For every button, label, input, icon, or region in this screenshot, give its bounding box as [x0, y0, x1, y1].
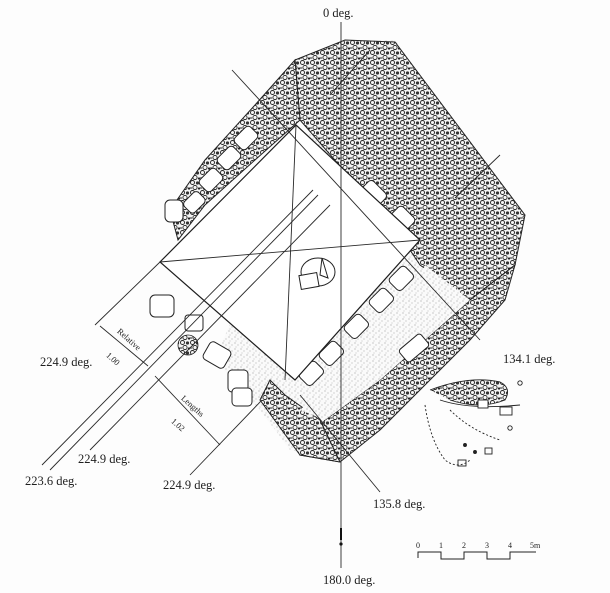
rubble-cluster-sw — [177, 334, 199, 356]
scale-tick-1: 1 — [439, 541, 443, 550]
scale-tick-0: 0 — [416, 541, 420, 550]
scale-tick-3: 3 — [485, 541, 489, 550]
relative-length-bar — [99, 325, 149, 367]
lengths-bar — [154, 375, 221, 446]
interior-floor — [159, 124, 421, 381]
facing-stones — [149, 125, 430, 407]
debris-spill-se — [424, 379, 523, 467]
bearing-223-label: 223.6 deg. — [25, 474, 78, 488]
bearing-224-bottom-label: 224.9 deg. — [163, 478, 216, 492]
bearing-224-left-label: 224.9 deg. — [40, 355, 93, 369]
scale-tick-4: 4 — [508, 541, 512, 550]
bearing-135-label: 135.8 deg. — [373, 497, 426, 511]
bearing-north-label: 0 deg. — [323, 6, 354, 20]
orientation-axes — [41, 22, 501, 568]
scale-bar — [417, 551, 536, 560]
scale-tick-2: 2 — [462, 541, 466, 550]
bearing-134-label: 134.1 deg. — [503, 352, 556, 366]
central-stone-feature-top — [298, 257, 336, 291]
meridian-tick — [339, 528, 343, 546]
bearing-224-mid-label: 224.9 deg. — [78, 452, 131, 466]
bearing-south-label: 180.0 deg. — [323, 573, 376, 587]
scale-tick-5m: 5m — [530, 541, 541, 550]
